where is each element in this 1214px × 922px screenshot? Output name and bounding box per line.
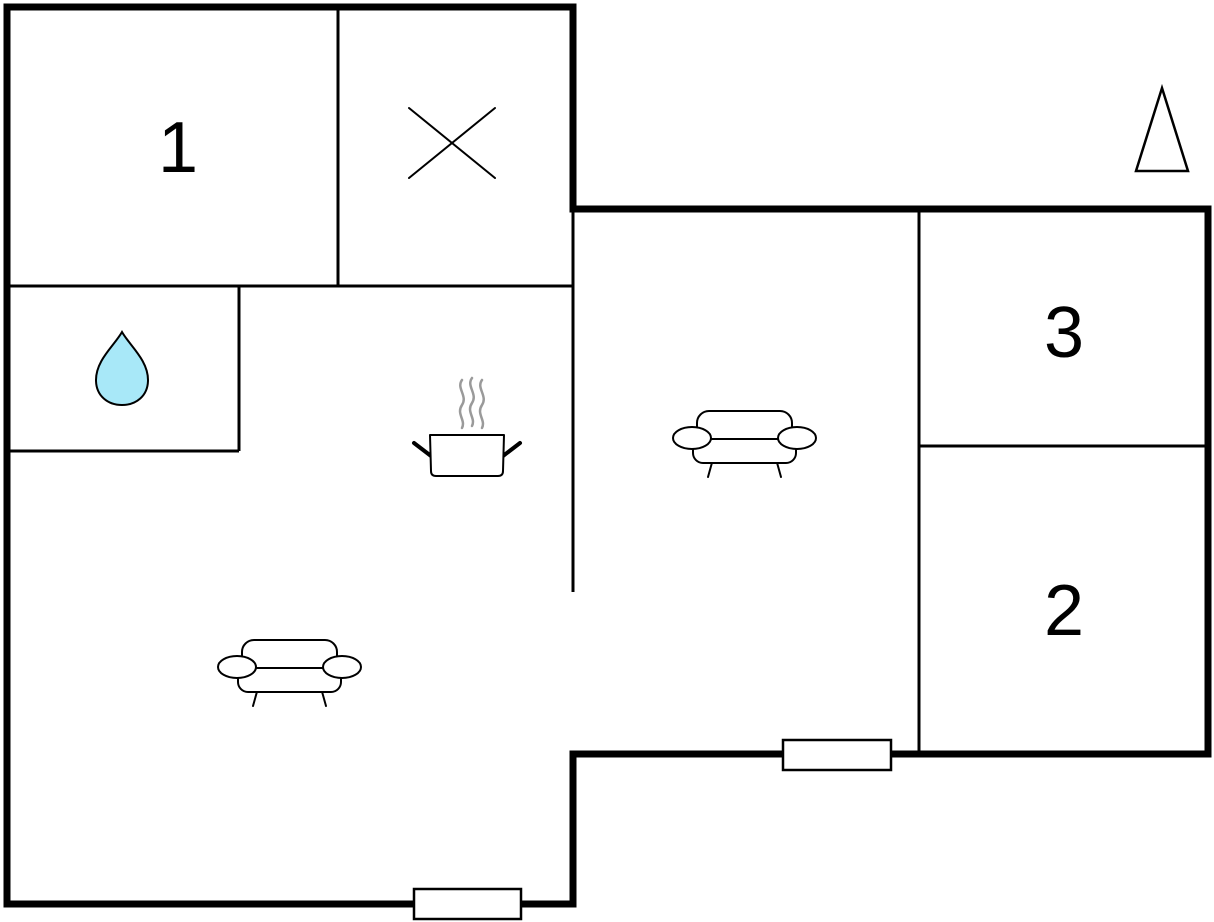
room-label-bedroom-1: 1: [158, 108, 198, 188]
wc-x-icon: [408, 107, 496, 179]
cooking-pot-icon: [412, 376, 522, 477]
room-label-bedroom-3: 3: [1044, 293, 1084, 373]
sofa-icon: [672, 410, 817, 478]
water-drop-icon: [94, 329, 150, 407]
sofa-icon: [217, 639, 362, 707]
north-arrow-icon: [1134, 83, 1190, 173]
outer-wall: [3, 3, 1212, 908]
door-icon: [781, 738, 893, 772]
interior-walls: [7, 7, 1208, 754]
door-icon: [412, 887, 523, 921]
room-label-bedroom-2: 2: [1044, 571, 1084, 651]
